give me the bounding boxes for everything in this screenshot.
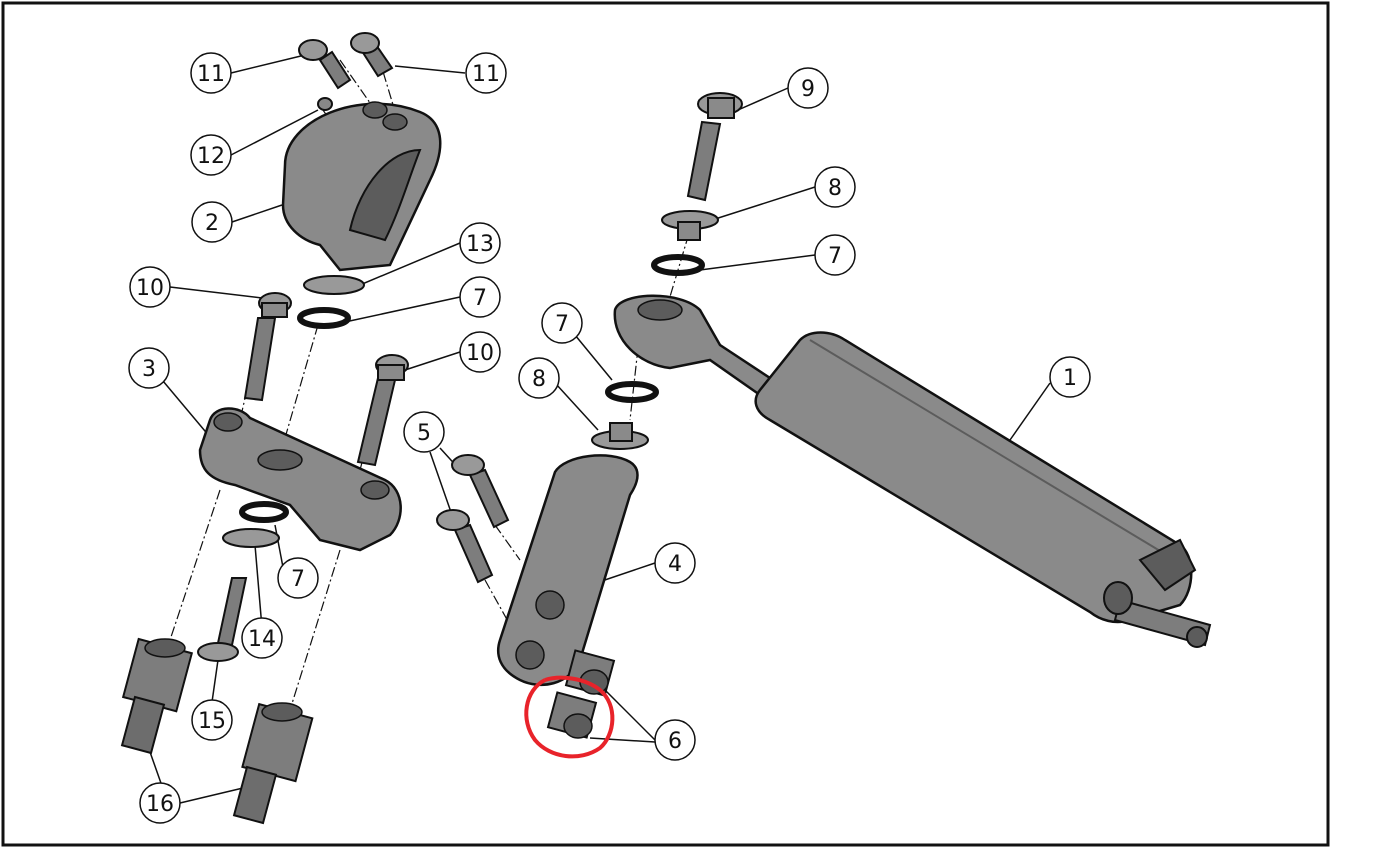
bolt-9: [686, 92, 743, 202]
svg-text:16: 16: [146, 792, 174, 817]
callout-6: 6: [654, 719, 696, 761]
ring-7-a: [297, 307, 351, 329]
svg-text:6: 6: [668, 729, 682, 754]
callout-4: 4: [654, 542, 696, 584]
spacer-16-left: [120, 637, 194, 755]
callout-16: 16: [139, 782, 181, 824]
bolt-10-left: [243, 292, 292, 402]
callout-8-top: 8: [814, 166, 856, 208]
grub-screw-12: [317, 97, 333, 111]
svg-text:8: 8: [828, 176, 842, 201]
svg-text:7: 7: [473, 286, 487, 311]
callout-7-d: 7: [277, 557, 319, 599]
callout-bubbles: 11 11 12 2 13 10 7 3: [128, 52, 1091, 824]
svg-text:10: 10: [466, 341, 494, 366]
svg-text:14: 14: [248, 627, 276, 652]
screw-11-left: [298, 39, 352, 90]
svg-text:7: 7: [555, 312, 569, 337]
svg-text:5: 5: [417, 421, 431, 446]
svg-text:2: 2: [205, 211, 219, 236]
ring-7-c: [605, 381, 659, 403]
callout-15: 15: [191, 699, 233, 741]
svg-text:7: 7: [291, 567, 305, 592]
spacer-16-right: [232, 702, 314, 825]
bolt-5-upper: [451, 454, 510, 529]
callout-7-b: 7: [814, 234, 856, 276]
callout-12: 12: [190, 134, 232, 176]
screw-11-right: [350, 32, 394, 78]
callout-13: 13: [459, 222, 501, 264]
spacer-6-left: [546, 691, 598, 739]
arm-bracket-4: [496, 454, 639, 687]
svg-text:9: 9: [801, 77, 815, 102]
axis-lines: [169, 54, 691, 711]
callout-5: 5: [403, 411, 445, 453]
callout-8-middle: 8: [518, 357, 560, 399]
ring-7-d: [239, 501, 289, 523]
svg-text:4: 4: [668, 552, 682, 577]
callout-10-right: 10: [459, 331, 501, 373]
svg-text:13: 13: [466, 232, 494, 257]
svg-text:11: 11: [197, 62, 225, 87]
washer-8-top: [661, 210, 719, 241]
callout-10-left: 10: [129, 266, 171, 308]
ring-7-b: [651, 254, 705, 276]
callout-14: 14: [241, 617, 283, 659]
clamp-2: [281, 101, 442, 272]
leader-lines: [149, 54, 1051, 804]
callout-11-right: 11: [465, 52, 507, 94]
svg-text:3: 3: [142, 357, 156, 382]
svg-text:12: 12: [197, 144, 225, 169]
callout-7-a: 7: [459, 276, 501, 318]
svg-text:1: 1: [1063, 366, 1077, 391]
callout-1: 1: [1049, 356, 1091, 398]
svg-text:11: 11: [472, 62, 500, 87]
washer-13: [303, 275, 365, 295]
callout-9: 9: [787, 67, 829, 109]
callout-11-left: 11: [190, 52, 232, 94]
washer-14: [222, 528, 280, 548]
bolt-10-right: [356, 354, 409, 467]
callout-2: 2: [191, 201, 233, 243]
callout-3: 3: [128, 347, 170, 389]
svg-text:10: 10: [136, 276, 164, 301]
callout-7-c: 7: [541, 302, 583, 344]
steering-damper-1: [613, 294, 1212, 648]
highlight-circle: [524, 675, 615, 759]
bolt-5-lower: [436, 509, 494, 584]
svg-text:7: 7: [828, 244, 842, 269]
bracket-3: [198, 407, 402, 552]
spacer-6-right: [564, 649, 616, 697]
washer-8-middle: [591, 422, 649, 450]
svg-text:8: 8: [532, 367, 546, 392]
svg-text:15: 15: [198, 709, 226, 734]
bolt-15: [197, 577, 248, 662]
diagram-border: [1, 1, 1330, 847]
